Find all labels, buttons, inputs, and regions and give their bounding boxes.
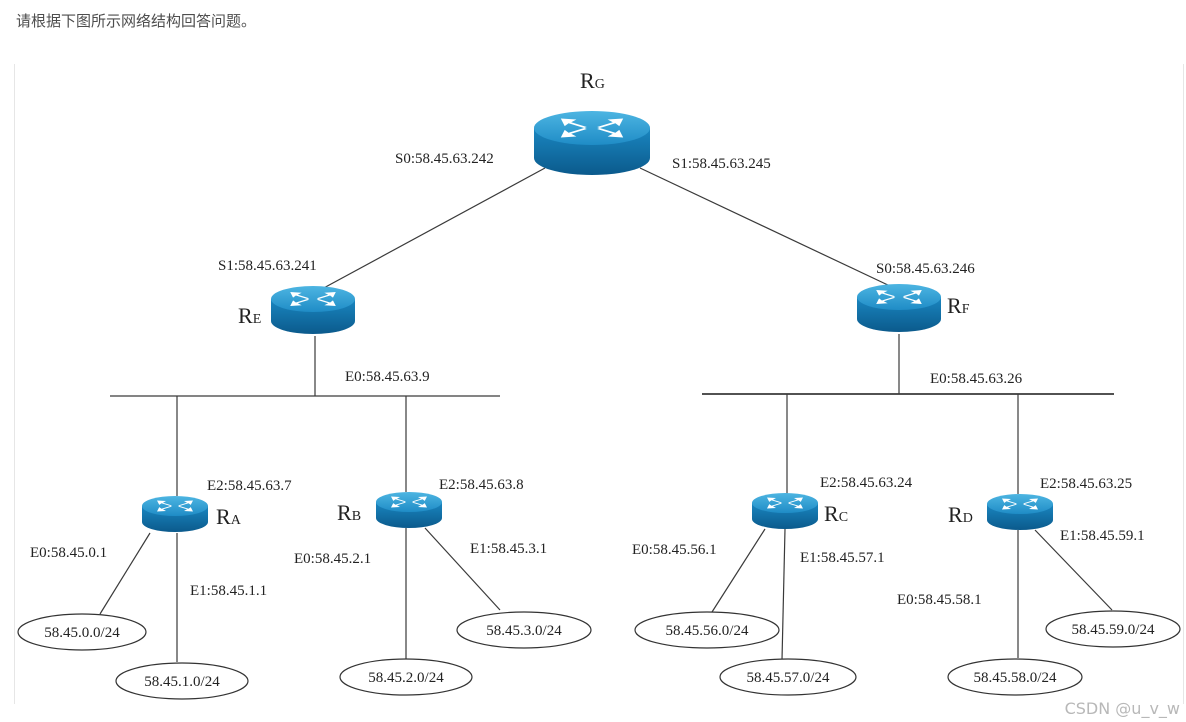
link-rg-rf (639, 167, 891, 287)
iface-rg-s1: S1:58.45.63.245 (672, 156, 771, 172)
router-label-rd: RD (948, 502, 973, 527)
iface-re-e0: E0:58.45.63.9 (345, 369, 430, 385)
router-label-rg: RG (580, 68, 605, 93)
router-label-rb: RB (337, 500, 361, 525)
network-label: 58.45.3.0/24 (486, 623, 562, 639)
network-label: 58.45.57.0/24 (747, 670, 830, 686)
router-rf (857, 284, 941, 332)
router-label-ra: RA (216, 504, 242, 529)
router-label-rc: RC (824, 501, 848, 526)
network-n58: 58.45.58.0/24 (947, 658, 1083, 696)
network-n0: 58.45.0.0/24 (17, 613, 147, 651)
iface-rf-s0: S0:58.45.63.246 (876, 261, 975, 277)
iface-rf-e0: E0:58.45.63.26 (930, 371, 1023, 387)
iface-rg-s0: S0:58.45.63.242 (395, 151, 494, 167)
iface-rb-e2: E2:58.45.63.8 (439, 477, 524, 493)
iface-re-s1: S1:58.45.63.241 (218, 258, 317, 274)
router-rb (376, 492, 442, 528)
iface-rb-e1: E1:58.45.3.1 (470, 541, 547, 557)
network-label: 58.45.58.0/24 (974, 670, 1057, 686)
iface-ra-e1: E1:58.45.1.1 (190, 583, 267, 599)
iface-rc-e2: E2:58.45.63.24 (820, 475, 913, 491)
network-n1: 58.45.1.0/24 (115, 662, 249, 700)
link-rd-n59 (1034, 529, 1113, 611)
network-n2: 58.45.2.0/24 (339, 658, 473, 696)
router-label-rf: RF (947, 293, 970, 318)
iface-ra-e0: E0:58.45.0.1 (30, 545, 107, 561)
iface-rc-e1: E1:58.45.57.1 (800, 550, 885, 566)
link-rg-re (319, 167, 546, 291)
network-n56: 58.45.56.0/24 (634, 611, 780, 649)
network-n57: 58.45.57.0/24 (719, 658, 857, 696)
router-re (271, 286, 355, 334)
iface-rd-e1: E1:58.45.59.1 (1060, 528, 1145, 544)
link-rc-n56 (711, 528, 766, 613)
network-label: 58.45.56.0/24 (666, 623, 749, 639)
diagram-frame (14, 64, 1184, 704)
network-label: 58.45.0.0/24 (44, 625, 120, 641)
network-label: 58.45.2.0/24 (368, 670, 444, 686)
router-rd (987, 494, 1053, 530)
network-label: 58.45.59.0/24 (1072, 622, 1155, 638)
iface-ra-e2: E2:58.45.63.7 (207, 478, 292, 494)
iface-rc-e0: E0:58.45.56.1 (632, 542, 717, 558)
iface-rb-e0: E0:58.45.2.1 (294, 551, 371, 567)
router-ra (142, 496, 208, 532)
link-rc-n57 (781, 528, 786, 661)
router-label-re: RE (238, 303, 261, 328)
network-n59: 58.45.59.0/24 (1045, 610, 1181, 648)
router-rc (752, 493, 818, 529)
iface-rd-e2: E2:58.45.63.25 (1040, 476, 1132, 492)
router-rg (534, 111, 650, 175)
link-rb-n3 (424, 527, 501, 611)
network-n3: 58.45.3.0/24 (456, 611, 592, 649)
network-label: 58.45.1.0/24 (144, 674, 220, 690)
iface-rd-e0: E0:58.45.58.1 (897, 592, 982, 608)
links (99, 167, 1114, 662)
link-ra-n0 (99, 532, 151, 615)
watermark: CSDN @u_v_w (1064, 699, 1180, 718)
question-text: 请根据下图所示网络结构回答问题。 (16, 12, 257, 30)
